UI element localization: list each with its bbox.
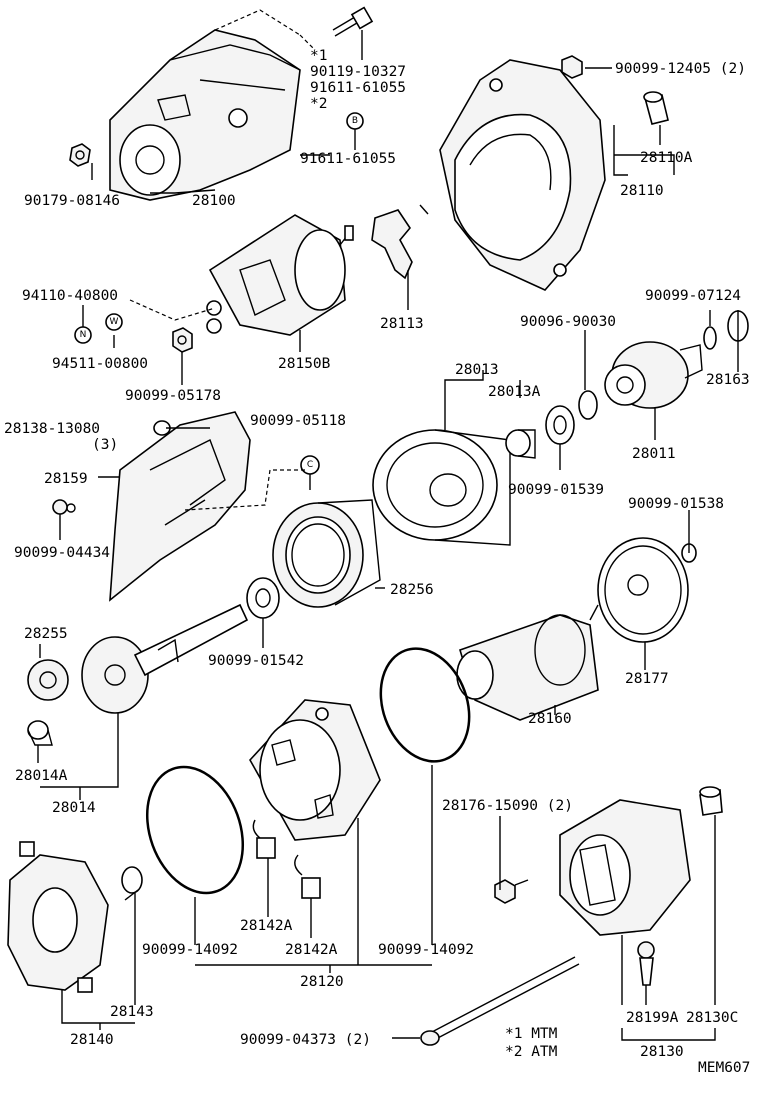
label-28110A: 28110A	[640, 150, 693, 166]
label-28142A-1: 28142A	[240, 918, 293, 934]
cover-28159	[109, 411, 251, 602]
nut-symbol: N	[80, 330, 87, 340]
label-94110-40800: 94110-40800	[22, 288, 118, 304]
shaft-28014	[81, 603, 249, 714]
legend-atm: *2 ATM	[505, 1044, 558, 1060]
label-90099-14092-a: 90099-14092	[142, 942, 238, 958]
brush-28142A-2	[294, 854, 321, 899]
label-90099-05178: 90099-05178	[125, 388, 221, 404]
label-28120: 28120	[300, 974, 344, 990]
bushing-28014A	[27, 720, 53, 746]
diagram-reference: MEM607	[698, 1060, 750, 1076]
label-90099-04373: 90099-04373 (2)	[240, 1032, 371, 1048]
label-28014: 28014	[52, 800, 96, 816]
ring-gear-28256	[272, 499, 381, 608]
label-28176-15090: 28176-15090 (2)	[442, 798, 573, 814]
label-28130C: 28130C	[686, 1010, 738, 1026]
snapring-90096-90030	[578, 390, 598, 420]
label-90099-01539: 90099-01539	[508, 482, 604, 498]
bolt-90119-10327	[332, 6, 374, 37]
leader-lines: B	[37, 9, 739, 1041]
bushing-28013A	[505, 429, 536, 459]
label-28255: 28255	[24, 626, 68, 642]
yoke-28013	[372, 429, 511, 546]
label-90119-10327: 90119-10327	[310, 64, 406, 80]
label-90099-12405: 90099-12405 (2)	[615, 61, 746, 77]
label-star1: *1	[310, 48, 327, 64]
label-90099-05118: 90099-05118	[250, 413, 346, 429]
nut-90099-12405	[561, 55, 583, 79]
label-90099-14092-b: 90099-14092	[378, 942, 474, 958]
label-28256: 28256	[390, 582, 434, 598]
bushing-28110A	[643, 91, 669, 125]
label-91611-61055-a: 91611-61055	[310, 80, 406, 96]
brush-28142A-1	[252, 819, 276, 859]
label-28159: 28159	[44, 471, 88, 487]
label-28014A: 28014A	[15, 768, 68, 784]
label-28142A-2: 28142A	[285, 942, 338, 958]
legend-mtm: *1 MTM	[505, 1026, 558, 1042]
label-28130: 28130	[640, 1044, 684, 1060]
label-star2: *2	[310, 96, 327, 112]
housing-28110	[439, 59, 606, 291]
through-bolt-90099-04373	[420, 956, 580, 1046]
label-28011: 28011	[632, 446, 676, 462]
fasteners-94110-94511: N W	[74, 313, 193, 353]
label-90099-01538: 90099-01538	[628, 496, 724, 512]
label-qty3: (3)	[92, 437, 118, 453]
spring-28143	[121, 866, 143, 901]
washer-symbol: W	[110, 317, 119, 327]
bolt-symbol-B: B	[352, 116, 358, 126]
label-28113: 28113	[380, 316, 424, 332]
label-94511-00800: 94511-00800	[52, 356, 148, 372]
armature-28160	[456, 604, 599, 721]
nut-90179-08146	[69, 143, 91, 167]
label-28138-13080: 28138-13080	[4, 421, 100, 437]
bushing-28130C	[699, 786, 723, 816]
label-28150B: 28150B	[278, 356, 331, 372]
label-28110: 28110	[620, 183, 664, 199]
clip-90099-05118: C	[300, 455, 320, 475]
label-90099-01542: 90099-01542	[208, 653, 304, 669]
gasket-90099-14092-left	[145, 765, 245, 895]
label-28199A: 28199A	[626, 1010, 679, 1026]
brush-plate-28140	[7, 841, 109, 993]
gear-28255	[27, 659, 69, 701]
label-90099-04434: 90099-04434	[14, 545, 110, 561]
label-90179-08146: 90179-08146	[24, 193, 120, 209]
lever-28113	[371, 204, 429, 280]
gasket-90099-14092-right	[379, 647, 471, 763]
label-91611-61055-b: 91611-61055	[300, 151, 396, 167]
part-labels: *1 90119-10327 91611-61055 *2 91611-6105…	[4, 48, 750, 1076]
label-28140: 28140	[70, 1032, 114, 1048]
label-28013: 28013	[455, 362, 499, 378]
end-frame-28130	[559, 799, 691, 936]
label-90096-90030: 90096-90030	[520, 314, 616, 330]
washer-90099-01539	[545, 405, 575, 445]
washer-90099-01542	[246, 577, 280, 619]
plate-28177	[597, 537, 689, 643]
clutch-28011	[604, 341, 703, 409]
solenoid-28150B	[206, 214, 354, 336]
clip-symbol: C	[307, 460, 313, 470]
label-28163: 28163	[706, 372, 750, 388]
bolt-90099-04434	[52, 499, 76, 515]
label-28143: 28143	[110, 1004, 154, 1020]
label-28177: 28177	[625, 671, 669, 687]
label-28100: 28100	[192, 193, 236, 209]
label-28013A: 28013A	[488, 384, 541, 400]
label-90099-07124: 90099-07124	[645, 288, 741, 304]
terminal-28199A	[637, 941, 655, 986]
label-28160: 28160	[528, 711, 572, 727]
field-frame-28120	[249, 699, 381, 841]
starter-assembly-28100	[109, 29, 301, 201]
